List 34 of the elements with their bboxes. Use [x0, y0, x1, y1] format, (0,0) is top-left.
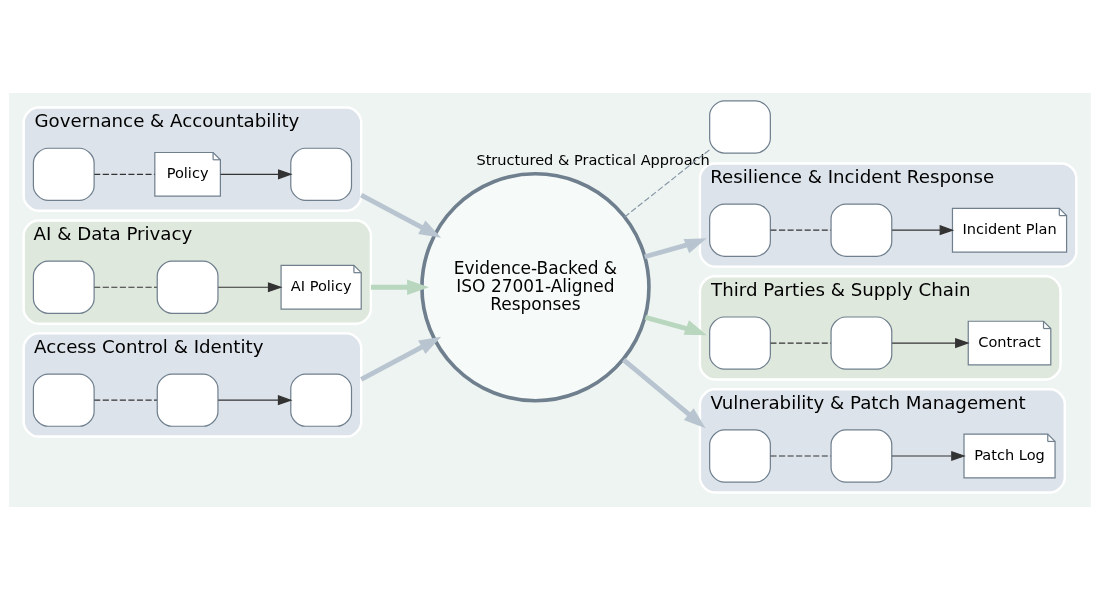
node-box	[32, 147, 95, 202]
arrow	[217, 395, 293, 406]
connector	[770, 229, 832, 231]
cluster: Access Control & Identity	[22, 332, 363, 438]
connector	[624, 149, 711, 218]
arrow	[217, 282, 283, 293]
arrow	[891, 450, 966, 462]
node-box	[156, 260, 219, 314]
node-box	[709, 100, 771, 154]
node-box	[830, 429, 893, 483]
connector	[93, 286, 158, 288]
node-box	[830, 316, 893, 370]
node-box	[32, 260, 95, 314]
arrow	[644, 314, 707, 336]
node-box	[290, 147, 353, 202]
arrow	[370, 279, 430, 295]
connector	[770, 342, 832, 344]
node-box	[32, 373, 95, 427]
connector	[770, 455, 832, 457]
arrow	[891, 225, 955, 236]
arrow	[622, 357, 706, 429]
connector	[93, 173, 156, 175]
node-box	[709, 429, 771, 483]
node-box	[709, 203, 771, 257]
arrow	[891, 338, 970, 349]
arrow	[360, 192, 442, 238]
arrow	[219, 169, 293, 180]
node-box	[830, 203, 893, 257]
node-box	[709, 316, 771, 370]
node-box	[290, 373, 353, 427]
arrow	[644, 238, 707, 260]
arrow	[360, 336, 442, 382]
node-box	[156, 373, 219, 427]
connector	[93, 399, 158, 401]
